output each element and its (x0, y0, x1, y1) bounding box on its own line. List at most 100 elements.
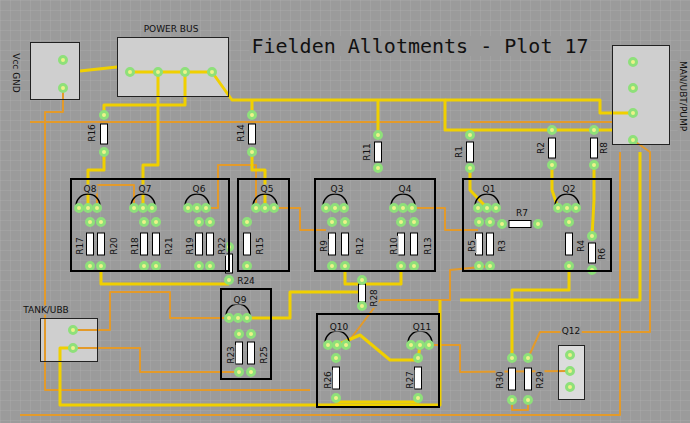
pad (209, 69, 216, 76)
trace (336, 398, 418, 402)
pad (249, 112, 256, 119)
pad (329, 219, 336, 226)
resistor-symbol (509, 221, 531, 228)
title: Fielden Allotments - Plot 17 (249, 36, 590, 56)
resistor-label: R17 (76, 236, 85, 256)
resistor-label: R19 (186, 236, 195, 256)
pad (567, 352, 574, 359)
pad (87, 263, 94, 270)
connector-body (117, 37, 229, 97)
pad (94, 205, 101, 212)
trace (592, 165, 594, 236)
trace (20, 152, 620, 415)
pad (398, 263, 405, 270)
pad (509, 397, 516, 404)
pad (141, 263, 148, 270)
connector-label: MAN/UBT/PUMP (678, 60, 687, 132)
resistor-symbol (589, 243, 596, 263)
pad (334, 342, 341, 349)
pad (476, 263, 483, 270)
pad (487, 263, 494, 270)
resistor-symbol (207, 233, 214, 255)
trace (88, 152, 104, 208)
resistor-label: R25 (260, 345, 269, 365)
trace (377, 100, 380, 135)
resistor-label: R10 (390, 236, 399, 256)
resistor-symbol (525, 368, 532, 390)
pad (236, 331, 243, 338)
part-name: Q9 (233, 296, 248, 305)
trace (45, 88, 310, 390)
pad (60, 57, 67, 64)
part-name: Q4 (398, 185, 413, 194)
pad (329, 263, 336, 270)
trace (274, 208, 326, 230)
trace (429, 345, 570, 372)
pad (415, 355, 422, 362)
pad (398, 219, 405, 226)
pad (589, 267, 596, 274)
connector-label: POWER BUS (143, 25, 200, 34)
pad (127, 69, 134, 76)
pad (343, 342, 350, 349)
pad (493, 205, 500, 212)
pad (196, 263, 203, 270)
pad (630, 110, 637, 117)
pad (630, 137, 637, 144)
trace (412, 208, 478, 230)
pad (467, 165, 474, 172)
pad (566, 263, 573, 270)
trace (60, 300, 440, 405)
pad (567, 368, 574, 375)
pad (153, 219, 160, 226)
top-traces (60, 72, 640, 405)
part-name: Q3 (330, 185, 345, 194)
pad (630, 85, 637, 92)
pad (409, 205, 416, 212)
resistor-symbol (342, 233, 349, 255)
resistor-symbol (141, 233, 148, 255)
trace (460, 152, 640, 300)
trace (130, 71, 212, 74)
pad (332, 205, 339, 212)
pad (375, 165, 382, 172)
pad (226, 277, 233, 284)
pad (333, 395, 340, 402)
pad (411, 263, 418, 270)
pad (141, 219, 148, 226)
transistor-symbols (76, 194, 579, 343)
resistor-label: R20 (110, 236, 119, 256)
part-name: R11 (363, 142, 372, 162)
connector-body (612, 45, 670, 145)
resistor-symbol (101, 124, 108, 144)
pad (155, 69, 162, 76)
resistor-symbol (398, 233, 405, 255)
pad (359, 303, 366, 310)
resistor-symbol (591, 138, 598, 158)
pad (244, 315, 251, 322)
connector-box: MAN/UBT/PUMP (612, 45, 670, 145)
pad (203, 205, 210, 212)
pad (391, 205, 398, 212)
connector-box: TANK/UBB (40, 318, 98, 362)
component-group: Q3Q4R9R12R10R13 (314, 178, 436, 272)
pad (236, 369, 243, 376)
connector-label: TANK/UBB (22, 306, 70, 315)
pad (235, 315, 242, 322)
connector-body (40, 318, 98, 362)
resistor-label: R12 (356, 236, 365, 256)
pad (341, 205, 348, 212)
pad (342, 219, 349, 226)
trace (337, 335, 420, 360)
pad (153, 263, 160, 270)
pad (149, 205, 156, 212)
pad (415, 395, 422, 402)
pad (253, 205, 260, 212)
resistor-symbol (244, 233, 251, 255)
resistor-symbol (248, 342, 255, 364)
pad (226, 315, 233, 322)
pad (342, 263, 349, 270)
part-name: Q5 (260, 185, 275, 194)
resistor-symbol (333, 367, 340, 389)
